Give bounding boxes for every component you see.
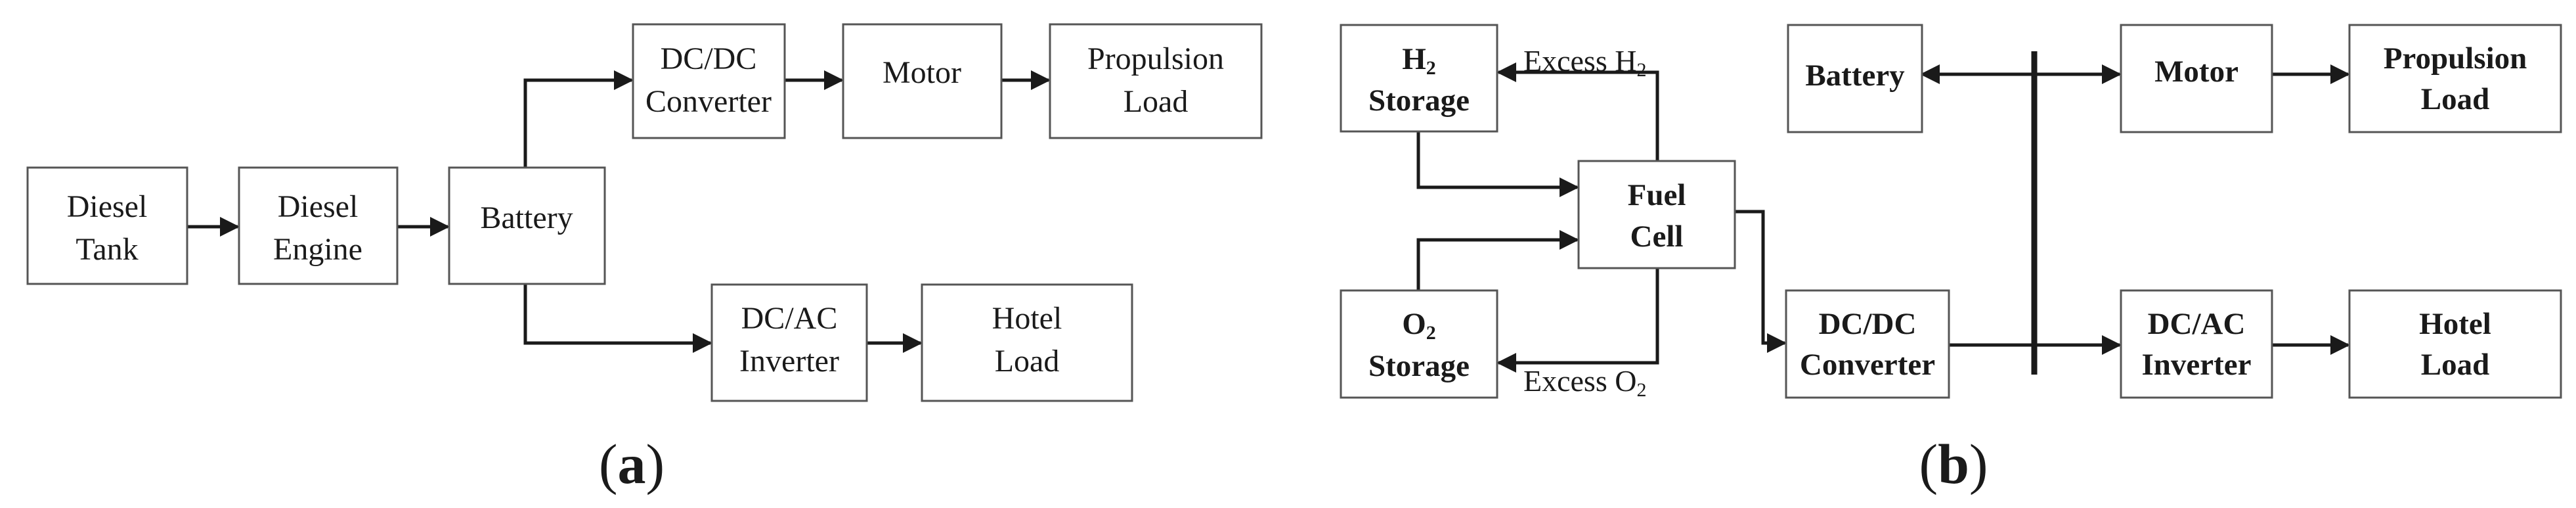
- o2-storage-label-1: O2: [1402, 307, 1436, 344]
- hotel-load-block-a: Hotel Load: [921, 283, 1133, 402]
- excess-o2-label: Excess O2: [1523, 364, 1646, 401]
- motor-label-b: Motor: [2154, 55, 2238, 89]
- hotel-load-block-b: Hotel Load: [2348, 289, 2562, 399]
- dcdc-converter-block-a: DC/DC Converter: [632, 23, 786, 139]
- dcdc-converter-block-b: DC/DC Converter: [1785, 289, 1950, 399]
- battery-label-b: Battery: [1805, 58, 1905, 93]
- diesel-engine-label-1: Diesel: [278, 189, 359, 224]
- o2-storage-label-2: Storage: [1368, 349, 1470, 383]
- fuel-cell-label-2: Cell: [1630, 219, 1684, 254]
- arrow-fuelcell-to-dcdc: [1735, 210, 1787, 353]
- dcac-label-1-a: DC/AC: [741, 301, 838, 336]
- dcdc-label-2-a: Converter: [645, 84, 772, 119]
- dcac-label-2-b: Inverter: [2141, 348, 2251, 382]
- panel-a-caption: (a): [599, 432, 665, 496]
- dcac-inverter-block-b: DC/AC Inverter: [2120, 289, 2273, 399]
- panel-b-caption: (b): [1919, 432, 1988, 496]
- h2-storage-block: H2 Storage: [1340, 24, 1498, 133]
- excess-h2-label: Excess H2: [1523, 44, 1646, 81]
- propulsion-label-2-a: Load: [1124, 84, 1189, 119]
- arrow-excess-h2-return: [1496, 62, 1659, 161]
- fuel-cell-label-1: Fuel: [1628, 178, 1686, 212]
- panel-a: Diesel Tank Diesel Engine Battery DC/DC …: [26, 23, 1263, 496]
- battery-block-b: Battery: [1787, 24, 1923, 133]
- propulsion-load-block-b: Propulsion Load: [2348, 24, 2562, 133]
- o2-storage-block: O2 Storage: [1340, 289, 1498, 399]
- dcac-label-2-a: Inverter: [739, 344, 839, 379]
- propulsion-load-block-a: Propulsion Load: [1049, 23, 1263, 139]
- h2-storage-label-2: Storage: [1368, 83, 1470, 118]
- hotel-label-2-b: Load: [2421, 348, 2490, 382]
- diesel-tank-block: Diesel Tank: [26, 166, 188, 285]
- motor-block-b: Motor: [2120, 24, 2273, 133]
- dcac-label-1-b: DC/AC: [2148, 307, 2246, 341]
- motor-label-a: Motor: [883, 55, 961, 90]
- hotel-label-1-a: Hotel: [992, 301, 1062, 336]
- dcdc-label-2-b: Converter: [1800, 348, 1935, 382]
- battery-block-a: Battery: [448, 166, 606, 285]
- arrow-battery-to-dcdc: [523, 70, 634, 168]
- arrow-excess-o2-return: [1496, 268, 1659, 373]
- fuel-cell-block: Fuel Cell: [1577, 160, 1736, 269]
- diesel-engine-block: Diesel Engine: [238, 166, 399, 285]
- dcdc-label-1-a: DC/DC: [661, 41, 757, 76]
- propulsion-label-1-b: Propulsion: [2384, 41, 2527, 76]
- dcac-inverter-block-a: DC/AC Inverter: [710, 283, 868, 402]
- hotel-label-2-a: Load: [995, 344, 1060, 379]
- panel-b: H2 Storage Fuel Cell O2 Storage Excess H…: [1340, 24, 2562, 496]
- diesel-tank-label-1: Diesel: [67, 189, 148, 224]
- hotel-label-1-b: Hotel: [2419, 307, 2491, 341]
- arrow-o2-to-fuelcell: [1416, 230, 1579, 290]
- battery-label-a: Battery: [480, 200, 573, 235]
- diesel-engine-label-2: Engine: [273, 232, 362, 267]
- diesel-tank-label-2: Tank: [76, 232, 138, 267]
- h2-storage-label-1: H2: [1402, 42, 1436, 79]
- motor-block-a: Motor: [842, 23, 1003, 139]
- arrow-battery-to-dcac: [523, 284, 712, 353]
- dcdc-label-1-b: DC/DC: [1819, 307, 1917, 341]
- arrow-h2-to-fuelcell: [1416, 131, 1579, 197]
- propulsion-label-1-a: Propulsion: [1087, 41, 1224, 76]
- propulsion-label-2-b: Load: [2421, 82, 2490, 116]
